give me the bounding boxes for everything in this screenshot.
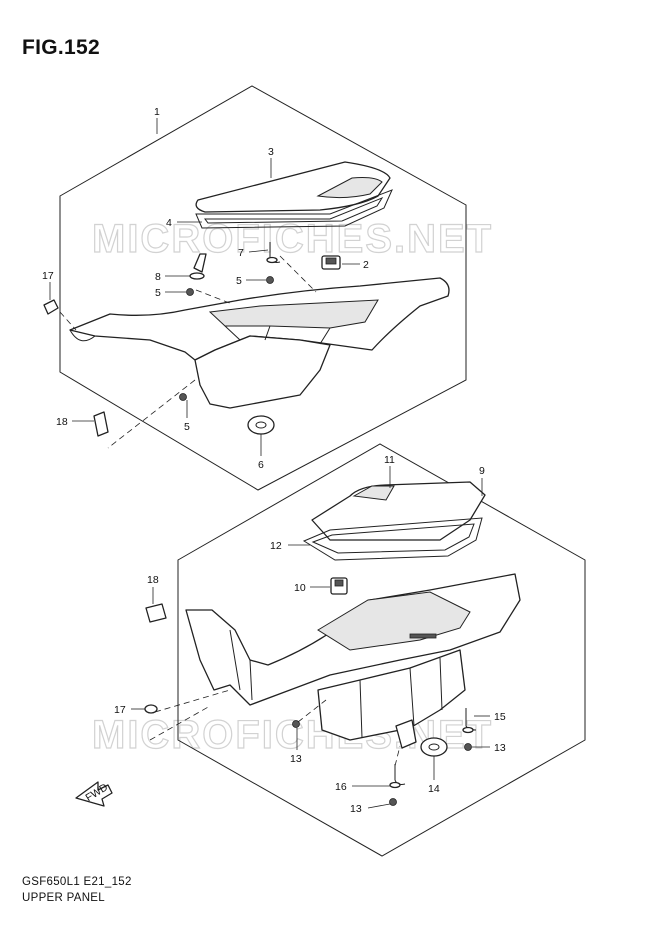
washer-16 xyxy=(389,781,401,789)
dash-upper-2 xyxy=(279,255,317,293)
bracket-8 xyxy=(193,253,207,273)
dash-lower-1 xyxy=(154,689,231,713)
callout-15: 15 xyxy=(494,711,506,723)
callout-5a: 5 xyxy=(155,287,161,299)
tray-mount-tab xyxy=(395,719,417,749)
watermark-upper: MICROFICHES.NET xyxy=(92,217,493,261)
switch-10-button xyxy=(334,579,344,587)
cushion-14 xyxy=(420,737,448,757)
dash-lower-2 xyxy=(297,699,327,723)
dash-upper-4 xyxy=(59,311,77,331)
dash-upper-3 xyxy=(195,289,233,305)
callout-14: 14 xyxy=(428,783,440,795)
callout-18a: 18 xyxy=(56,416,68,428)
dash-lower-4 xyxy=(149,705,211,741)
grommet-8 xyxy=(189,272,205,280)
tray-detail xyxy=(229,629,443,739)
tray-connector xyxy=(409,633,437,639)
upper-assembly xyxy=(43,85,467,491)
callout-5b: 5 xyxy=(236,275,242,287)
callout-13c: 13 xyxy=(350,803,362,815)
callout-13b: 13 xyxy=(494,742,506,754)
screw-13a xyxy=(292,720,300,728)
cushion-6 xyxy=(247,415,275,435)
clip-18-upper xyxy=(93,411,109,437)
fwd-arrow-shape xyxy=(75,781,113,807)
washer-7 xyxy=(266,256,278,264)
screw-5a xyxy=(186,288,194,296)
leader-7 xyxy=(248,249,269,253)
callout-16: 16 xyxy=(335,781,347,793)
screw-5b xyxy=(266,276,274,284)
tail-cowl-detail xyxy=(69,325,331,345)
cushion-6-hole xyxy=(255,421,267,429)
switch-2-button xyxy=(325,257,337,265)
callout-labels: 1 3 4 7 2 8 5 5 17 18 5 6 11 9 12 10 18 … xyxy=(42,106,506,815)
figure-title: FIG.152 xyxy=(22,36,100,59)
seat-pad-11-texture xyxy=(352,485,395,501)
hook-16 xyxy=(394,764,406,785)
lower-assembly xyxy=(144,443,586,857)
callout-5c: 5 xyxy=(184,421,190,433)
screw-13c xyxy=(389,798,397,806)
footer-code: GSF650L1 E21_152 xyxy=(22,876,132,888)
callout-1: 1 xyxy=(154,106,160,118)
bolt-17-upper xyxy=(43,299,59,315)
callout-7: 7 xyxy=(238,247,244,259)
cushion-14-hole xyxy=(428,743,440,751)
seat-pad-3-texture xyxy=(316,177,383,199)
callout-12: 12 xyxy=(270,540,282,552)
callout-17b: 17 xyxy=(114,704,126,716)
callout-13a: 13 xyxy=(290,753,302,765)
footer-name: UPPER PANEL xyxy=(22,892,105,904)
leader-lines xyxy=(49,118,490,809)
fwd-arrow: FWD xyxy=(75,781,113,807)
gasket-4-inner xyxy=(204,196,384,224)
tail-cowl-lower xyxy=(194,335,331,409)
washer-15 xyxy=(462,726,474,734)
callout-8: 8 xyxy=(155,271,161,283)
tail-cowl-opening xyxy=(208,299,379,329)
callout-10: 10 xyxy=(294,582,306,594)
assembly-frame-upper xyxy=(59,85,467,491)
tray-lower-body xyxy=(317,649,466,741)
assembly-frame-lower xyxy=(177,443,586,857)
leader-13c xyxy=(367,803,391,809)
screw-5c xyxy=(179,393,187,401)
clip-18-lower xyxy=(145,603,167,623)
callout-4: 4 xyxy=(166,217,172,229)
dash-lower-3 xyxy=(394,745,401,767)
seat-pad-11 xyxy=(311,481,486,541)
callout-17a: 17 xyxy=(42,270,54,282)
callout-3: 3 xyxy=(268,146,274,158)
callout-2: 2 xyxy=(363,259,369,271)
gasket-12 xyxy=(302,517,483,561)
gasket-4 xyxy=(195,189,393,229)
callout-9: 9 xyxy=(479,465,485,477)
callout-11: 11 xyxy=(384,454,395,466)
dash-upper-1 xyxy=(107,379,196,449)
callout-6: 6 xyxy=(258,459,264,471)
gasket-12-inner xyxy=(311,523,475,554)
screw-13b xyxy=(464,743,472,751)
callout-18b: 18 xyxy=(147,574,159,586)
